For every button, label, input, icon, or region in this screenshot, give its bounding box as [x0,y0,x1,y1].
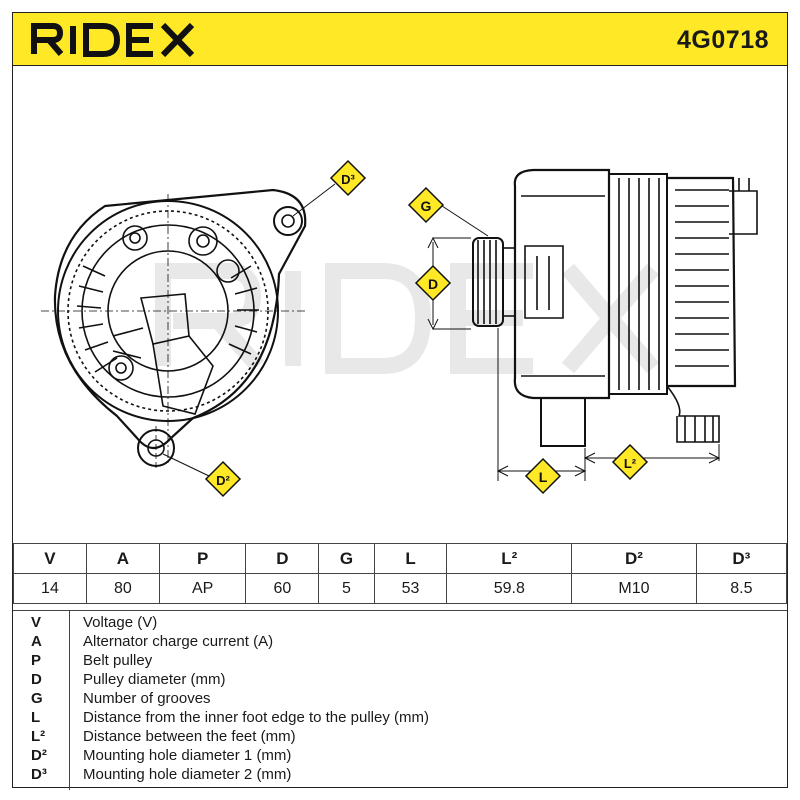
legend-item: P Belt pulley [13,652,787,671]
legend-description: Distance between the feet (mm) [83,728,296,745]
legend-item: D Pulley diameter (mm) [13,671,787,690]
legend-item: V Voltage (V) [13,614,787,633]
callout-g: G [407,186,445,224]
alternator-side-view [472,168,758,447]
svg-text:G: G [421,198,432,214]
legend-item: L Distance from the inner foot edge to t… [13,709,787,728]
legend-list: V Voltage (V) A Alternator charge curren… [13,610,787,790]
callout-d: D [414,264,452,302]
legend-description: Alternator charge current (A) [83,633,274,650]
legend-description: Number of grooves [83,690,211,707]
legend-divider [69,611,70,790]
spec-header-cell: A [85,543,160,574]
spec-header-cell: P [158,543,247,574]
svg-text:D: D [428,276,438,292]
legend-description: Mounting hole diameter 1 (mm) [83,747,292,764]
legend-description: Mounting hole diameter 2 (mm) [83,766,292,783]
legend-description: Pulley diameter (mm) [83,671,226,688]
legend-symbol: P [31,652,42,669]
legend-symbol: D² [31,747,47,764]
legend-description: Belt pulley [83,652,153,669]
legend-symbol: V [31,614,42,631]
ridex-logo [31,22,195,57]
spec-value-cell: 60 [245,573,320,604]
legend-item: L² Distance between the feet (mm) [13,728,787,747]
spec-header-cell: V [13,543,87,574]
spec-header-cell: D² [571,543,697,574]
spec-value-cell: M10 [571,573,697,604]
svg-text:L²: L² [624,456,637,471]
spec-header-cell: G [318,543,375,574]
callout-d2: D² [204,460,242,498]
legend-item: G Number of grooves [13,690,787,709]
legend-item: D³ Mounting hole diameter 2 (mm) [13,766,787,785]
spec-header-cell: L [373,543,448,574]
callout-d3: D³ [329,159,367,197]
spec-value-cell: 59.8 [446,573,573,604]
spec-header-cell: D [245,543,320,574]
legend-symbol: D [31,671,42,688]
alternator-technical-drawing: D³ D² G D L L² [41,159,758,498]
alternator-front-view [41,188,308,471]
legend-item: A Alternator charge current (A) [13,633,787,652]
spec-value-cell: 14 [13,573,87,604]
svg-text:L: L [539,469,548,485]
dimension-lines [427,203,721,481]
spec-value-cell: 53 [373,573,448,604]
legend-item: D² Mounting hole diameter 1 (mm) [13,747,787,766]
leader-lines-left [162,183,336,477]
spec-value-row: 14 80 AP 60 5 53 59.8 M10 8.5 [13,573,788,604]
spec-header-row: V A P D G L L² D² D³ [13,543,788,574]
legend-symbol: A [31,633,42,650]
spec-value-cell: 80 [85,573,160,604]
spec-header-cell: D³ [695,543,788,574]
callout-l: L [524,457,562,495]
spec-value-cell: AP [158,573,247,604]
spec-value-cell: 5 [318,573,375,604]
spec-table: V A P D G L L² D² D³ 14 80 AP 60 5 53 59… [13,543,788,604]
svg-text:D²: D² [216,473,230,488]
product-sheet: 4G0718 [12,12,788,790]
watermark-logo [155,263,660,374]
legend-symbol: G [31,690,43,707]
legend-symbol: L [31,709,41,726]
legend-description: Distance from the inner foot edge to the… [83,709,429,726]
legend-symbol: L² [31,728,46,745]
header-bar: 4G0718 [13,13,787,66]
callout-l2: L² [611,443,649,481]
legend-description: Voltage (V) [83,614,158,631]
spec-header-cell: L² [446,543,573,574]
legend-symbol: D³ [31,766,47,783]
part-number: 4G0718 [677,26,769,54]
svg-text:D³: D³ [341,172,355,187]
spec-value-cell: 8.5 [695,573,788,604]
